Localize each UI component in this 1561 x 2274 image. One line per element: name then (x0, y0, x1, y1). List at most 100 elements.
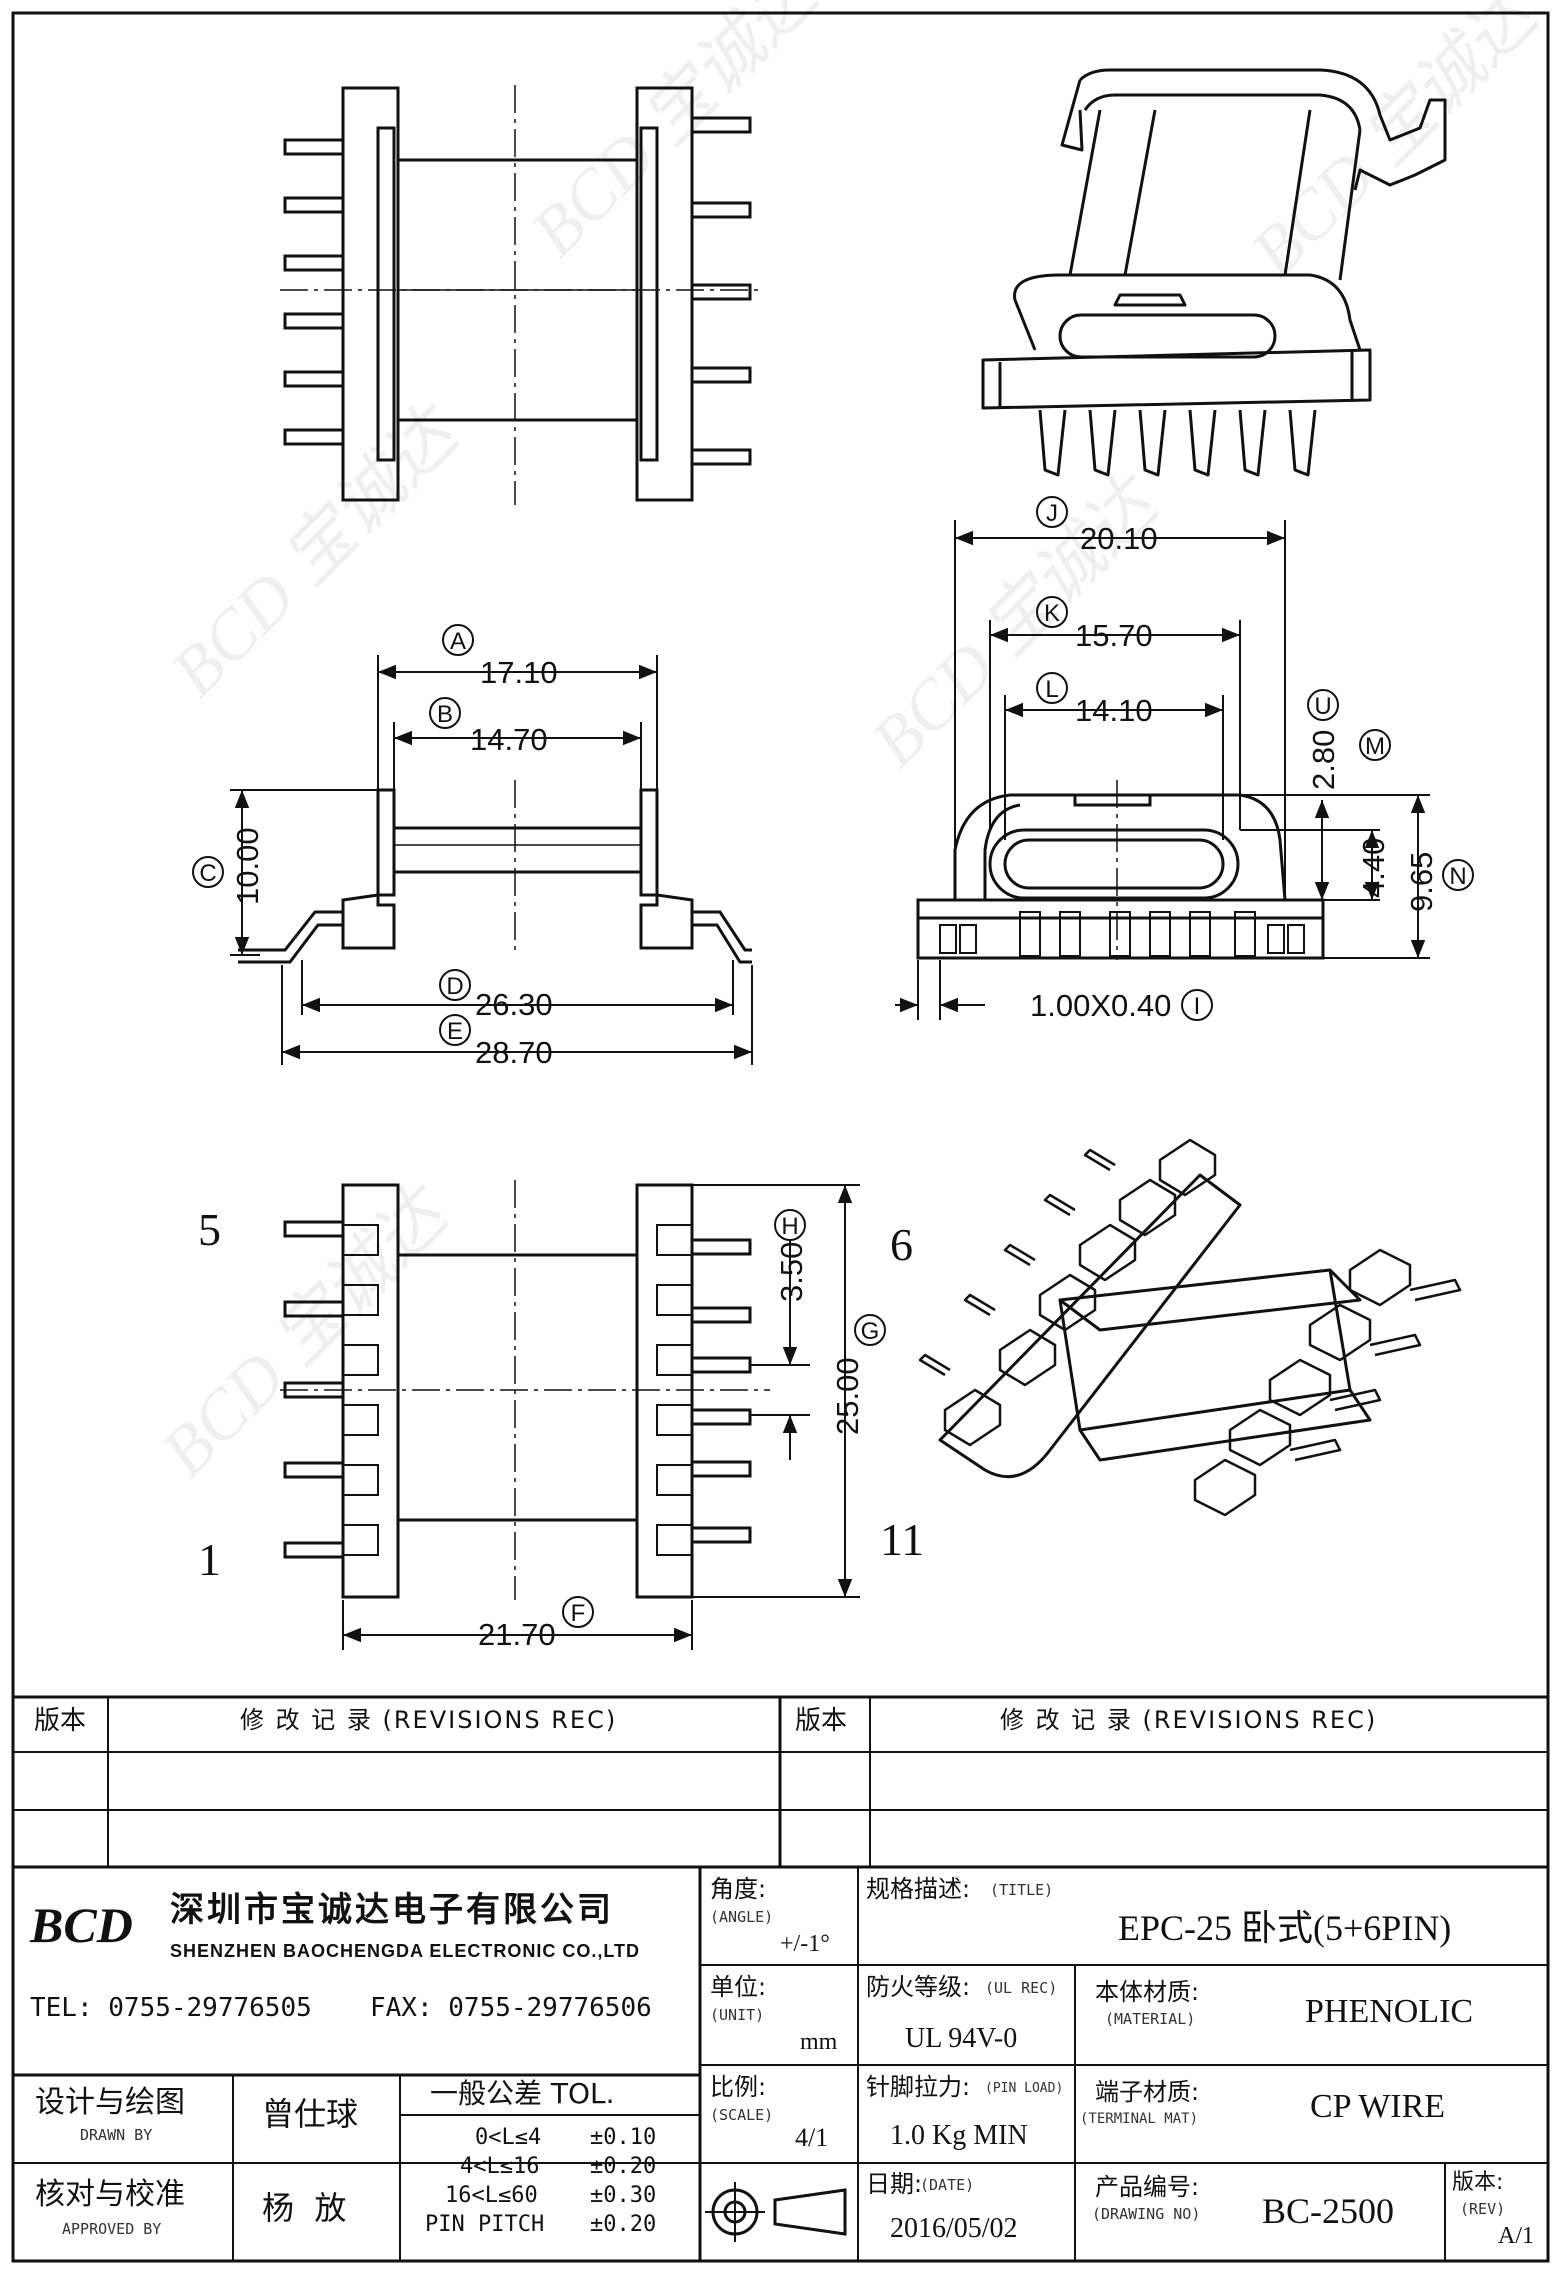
unit-label-en: (UNIT) (710, 2006, 765, 2024)
front-view (238, 780, 752, 964)
ul-label-en: (UL REC) (985, 1979, 1058, 1997)
dim-e-value: 28.70 (475, 1035, 553, 1070)
marker-a: A (450, 628, 466, 655)
pinload-value: 1.0 Kg MIN (890, 2120, 1028, 2151)
dim-n-value: 9.65 (1404, 852, 1439, 912)
watermark: BCD 宝诚达 BCD 宝诚达 BCD 宝诚达 BCD 宝诚达 BCD 宝诚达 (147, 0, 1557, 1491)
front-view-dimensions (230, 655, 753, 1065)
svg-text:BCD 宝诚达: BCD 宝诚达 (1237, 0, 1557, 291)
tolerance-title: 一般公差 TOL. (430, 2077, 615, 2110)
tol-range-3: 16<L≤60 (445, 2183, 538, 2208)
rev-header-right: 修 改 记 录 (REVISIONS REC) (1000, 1706, 1378, 1734)
approved-by-value: 杨 放 (262, 2189, 347, 2227)
bottom-view-dimensions (342, 1184, 860, 1650)
svg-text:BCD 宝诚达: BCD 宝诚达 (517, 0, 837, 271)
drawn-by-label-en: DRAWN BY (80, 2126, 153, 2144)
scale-label: 比例: (710, 2073, 767, 2101)
unit-value: mm (800, 2029, 838, 2055)
dim-c-value: 10.00 (230, 827, 265, 905)
terminal-label: 端子材质: (1095, 2078, 1200, 2106)
marker-l: L (1045, 676, 1058, 703)
title-label: 规格描述: (866, 1875, 971, 1903)
sheet-border (11, 11, 1550, 2263)
approved-by-label: 核对与校准 (35, 2177, 185, 2212)
tol-range-4: PIN PITCH (425, 2212, 545, 2237)
pin-number-5: 5 (198, 1204, 221, 1255)
marker-e: E (447, 1018, 463, 1045)
scale-value: 4/1 (795, 2123, 829, 2152)
dim-a-value: 17.10 (480, 655, 558, 690)
title-value: EPC-25 卧式(5+6PIN) (1118, 1908, 1452, 1948)
marker-n: N (1449, 863, 1466, 890)
marker-b: B (437, 701, 453, 728)
marker-g: G (861, 1318, 880, 1345)
dimension-markers (192, 496, 1474, 1628)
dim-k-value: 15.70 (1075, 618, 1153, 653)
company-fax: FAX: 0755-29776506 (370, 1993, 652, 2023)
dim-f-value: 21.70 (478, 1617, 556, 1652)
terminal-value: CP WIRE (1310, 2088, 1446, 2125)
rev-version-header-left: 版本 (34, 1706, 87, 1736)
iso-view-bottom (918, 1138, 1462, 1517)
title-block-grid (13, 1695, 1548, 2261)
date-label-en: (DATE) (920, 2176, 975, 2194)
pinload-label-en: (PIN LOAD) (985, 2081, 1064, 2096)
pin-number-6: 6 (890, 1219, 913, 1270)
marker-k: K (1044, 600, 1060, 627)
approved-by-label-en: APPROVED BY (62, 2220, 162, 2238)
company-name-en: SHENZHEN BAOCHENGDA ELECTRONIC CO.,LTD (170, 1941, 640, 1961)
iso-view-top (981, 68, 1447, 477)
marker-d: D (446, 973, 463, 1000)
angle-value: +/-1° (780, 1931, 830, 1957)
drawno-value: BC-2500 (1262, 2191, 1395, 2231)
pin-number-1: 1 (198, 1534, 221, 1585)
dim-h-value: 3.50 (774, 1242, 809, 1302)
tol-range-2: 4<L≤16 (460, 2154, 540, 2179)
dim-d-value: 26.30 (475, 987, 553, 1022)
dimension-marker-letters: A B C D E F G H I J K L U M N (199, 500, 1466, 1627)
angle-label: 角度: (710, 1875, 767, 1903)
marker-f: F (571, 1600, 586, 1627)
dim-m-value: 4.40 (1356, 838, 1391, 898)
dim-l-value: 14.10 (1075, 693, 1153, 728)
dim-b-value: 14.70 (470, 722, 548, 757)
drawn-by-value: 曾仕球 (262, 2095, 359, 2133)
marker-h: H (781, 1213, 798, 1240)
terminal-label-en: (TERMINAL MAT) (1080, 2111, 1199, 2127)
rev-label-en: (REV) (1460, 2200, 1506, 2218)
company-logo: BCD (30, 1897, 133, 1953)
side-view (916, 780, 1325, 960)
top-view (280, 85, 760, 505)
material-label-en: (MATERIAL) (1105, 2010, 1196, 2028)
marker-m: M (1365, 733, 1385, 760)
dim-i-value: 1.00X0.40 (1030, 988, 1171, 1023)
dim-u-value: 2.80 (1306, 730, 1341, 790)
side-view-dimensions (895, 520, 1430, 1020)
company-tel: TEL: 0755-29776505 (30, 1993, 312, 2023)
marker-u: U (1314, 693, 1331, 720)
material-label: 本体材质: (1095, 1978, 1200, 2006)
dim-j-value: 20.10 (1080, 521, 1158, 556)
ul-label: 防火等级: (866, 1973, 971, 2001)
material-value: PHENOLIC (1305, 1993, 1474, 2030)
angle-label-en: (ANGLE) (710, 1908, 774, 1926)
ul-value: UL 94V-0 (905, 2023, 1018, 2054)
svg-text:BCD 宝诚达: BCD 宝诚达 (147, 1171, 467, 1491)
drawno-label-en: (DRAWING NO) (1092, 2205, 1201, 2223)
pin-number-11: 11 (880, 1514, 924, 1565)
scale-label-en: (SCALE) (710, 2106, 774, 2124)
title-label-en: (TITLE) (990, 1881, 1054, 1899)
rev-version-header-right: 版本 (795, 1706, 848, 1736)
drawn-by-label: 设计与绘图 (35, 2085, 185, 2120)
marker-i: I (1194, 993, 1201, 1020)
company-name-cn: 深圳市宝诚达电子有限公司 (170, 1890, 614, 1930)
tol-value-2: ±0.20 (590, 2154, 657, 2179)
tol-value-4: ±0.20 (590, 2212, 657, 2237)
svg-text:BCD 宝诚达: BCD 宝诚达 (157, 391, 477, 711)
bottom-view (280, 1180, 770, 1600)
tol-value-1: ±0.10 (590, 2125, 657, 2150)
unit-label: 单位: (710, 1973, 767, 2001)
tol-value-3: ±0.30 (590, 2183, 657, 2208)
dimension-labels: 17.10 14.70 10.00 26.30 28.70 21.70 25.0… (230, 521, 1439, 1652)
